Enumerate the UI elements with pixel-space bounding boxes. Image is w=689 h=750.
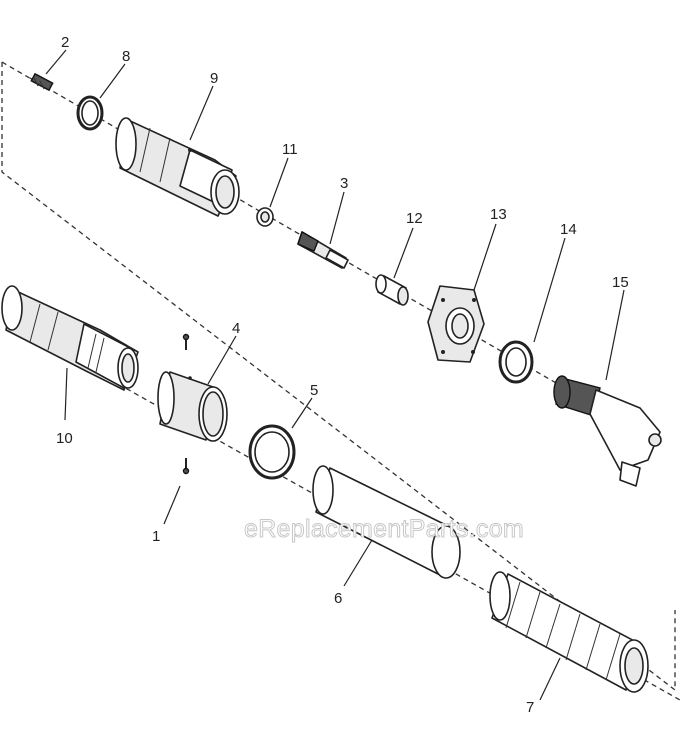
part-3-shaft <box>297 230 349 269</box>
part-15-angle-head <box>553 375 662 487</box>
part-1-set-screws <box>182 333 190 475</box>
part-8-o-ring <box>76 95 104 131</box>
callout-11: 11 <box>282 141 298 158</box>
part-9-housing <box>115 117 240 217</box>
part-5-o-ring <box>248 424 296 480</box>
part-10-motor <box>1 285 139 391</box>
part-4-collar <box>157 371 228 442</box>
callout-8: 8 <box>122 48 130 65</box>
part-2-screw <box>30 72 54 92</box>
part-14-ring <box>498 340 534 384</box>
part-7-grip <box>489 571 649 693</box>
callout-9: 9 <box>210 70 218 87</box>
callout-5: 5 <box>310 382 318 399</box>
part-13-flange <box>427 285 485 363</box>
callout-13: 13 <box>490 206 507 223</box>
leader-lines <box>45 49 625 701</box>
callout-4: 4 <box>232 320 240 337</box>
callout-3: 3 <box>340 175 348 192</box>
callout-15: 15 <box>612 274 629 291</box>
callout-labels: 2 8 9 11 3 12 13 14 15 10 4 5 1 6 7 <box>56 34 629 716</box>
callout-12: 12 <box>406 210 423 227</box>
callout-6: 6 <box>334 590 342 607</box>
part-12-sleeve <box>375 274 409 306</box>
callout-7: 7 <box>526 699 534 716</box>
callout-10: 10 <box>56 430 73 447</box>
part-6-cylinder <box>312 465 461 579</box>
callout-1: 1 <box>152 528 160 545</box>
part-11-bushing <box>256 207 274 227</box>
callout-2: 2 <box>61 34 69 51</box>
callout-14: 14 <box>560 221 577 238</box>
watermark-text: eReplacementParts.com <box>244 515 524 543</box>
